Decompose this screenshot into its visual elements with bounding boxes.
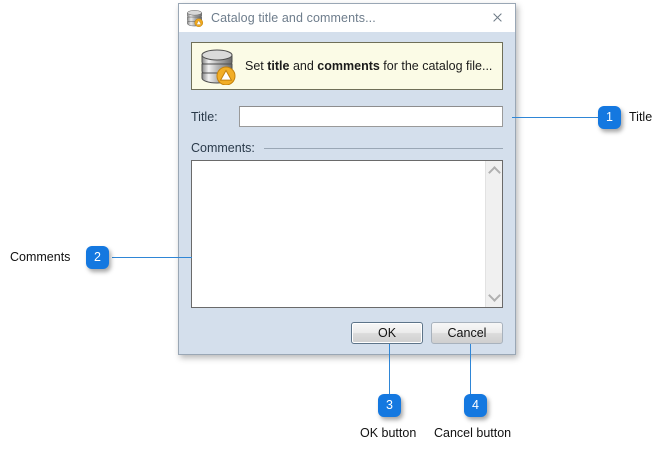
callout-1-leader [512, 117, 598, 118]
banner-text-bold-comments: comments [317, 58, 380, 73]
info-banner-text: Set title and comments for the catalog f… [245, 59, 492, 74]
callout-4-leader [470, 344, 471, 394]
dialog-titlebar: Catalog title and comments... [179, 4, 515, 32]
callout-2-leader [112, 257, 192, 258]
callout-3-badge: 3 [378, 394, 401, 417]
callout-4-badge: 4 [464, 394, 487, 417]
comments-scrollbar[interactable] [485, 161, 502, 307]
scroll-up-icon[interactable] [486, 163, 502, 179]
scroll-down-icon[interactable] [486, 289, 502, 305]
banner-text-bold-title: title [267, 58, 290, 73]
comments-label: Comments: [191, 141, 255, 155]
cancel-button[interactable]: Cancel [431, 322, 503, 344]
callout-1-label: Title [629, 110, 653, 124]
info-banner: Set title and comments for the catalog f… [191, 42, 503, 90]
title-label: Title: [191, 109, 218, 124]
dialog-button-row: OK Cancel [351, 322, 503, 344]
title-input[interactable] [239, 106, 503, 127]
catalog-title-comments-dialog: Catalog title and comments... [178, 3, 516, 355]
banner-text-1: Set [245, 58, 268, 73]
banner-text-2: and [289, 58, 318, 73]
callout-2-badge: 2 [86, 246, 109, 269]
banner-text-3: for the catalog file... [379, 58, 493, 73]
callout-1-badge: 1 [598, 106, 621, 129]
callout-3-label: OK button [360, 426, 417, 440]
comments-group: Comments: [191, 141, 503, 308]
database-warning-icon [200, 47, 236, 86]
callout-2-label: Comments [10, 250, 71, 264]
callout-3-leader [389, 344, 390, 394]
comments-box [191, 160, 503, 308]
dialog-title: Catalog title and comments... [211, 10, 376, 25]
group-separator [263, 147, 503, 149]
dialog-client-area: Set title and comments for the catalog f… [179, 32, 515, 354]
ok-button[interactable]: OK [351, 322, 423, 344]
database-warning-icon [186, 9, 204, 27]
close-icon[interactable] [483, 6, 511, 30]
callout-4-label: Cancel button [434, 426, 512, 440]
title-field-row: Title: [191, 106, 503, 127]
comments-group-header: Comments: [191, 141, 503, 155]
comments-textarea[interactable] [192, 161, 485, 307]
